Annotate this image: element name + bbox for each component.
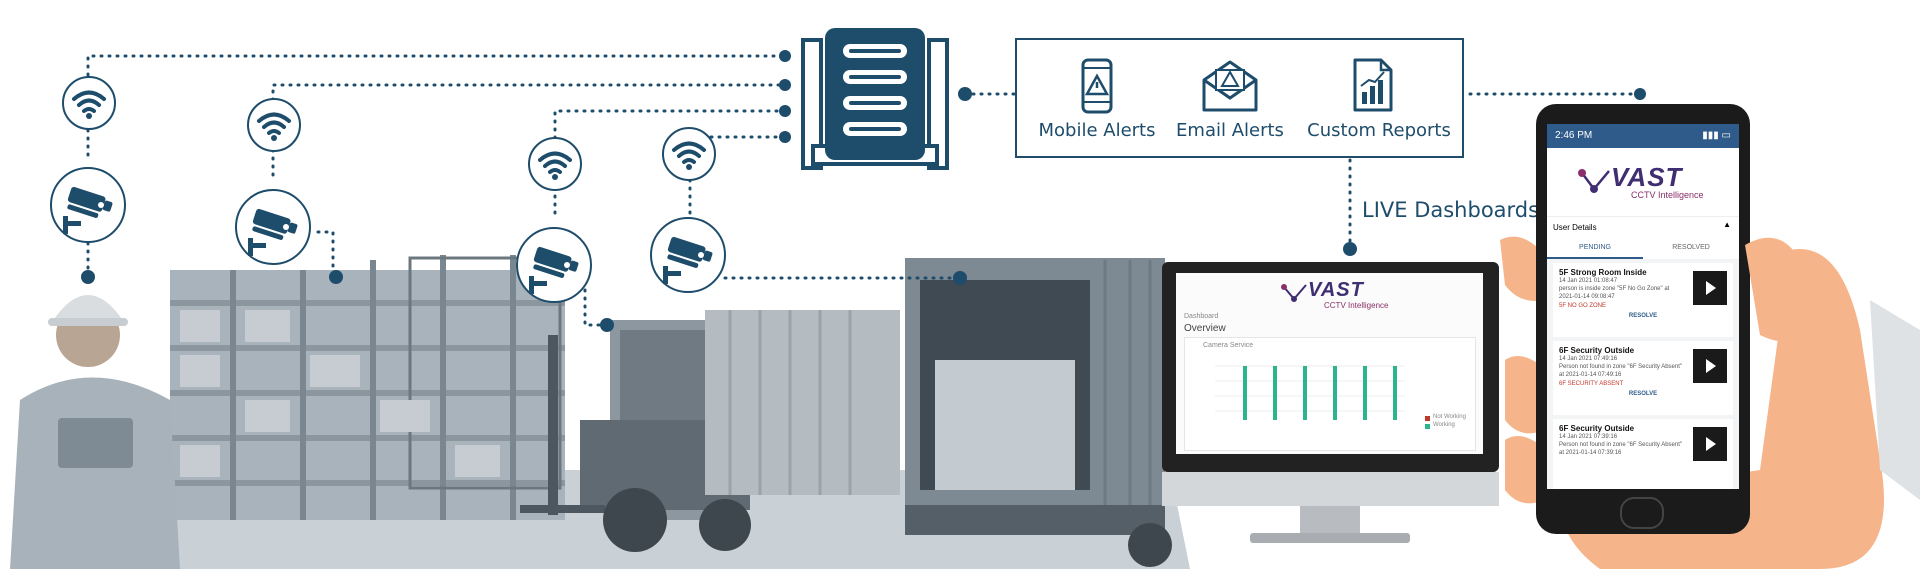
alert-description: Person not found in zone "6F Security Ab… [1559,442,1682,448]
cctv-camera-icon [650,217,726,293]
wifi-icon [247,98,301,152]
chevron-up-icon[interactable]: ▲ [1723,220,1731,229]
camera-service-panel: Camera Service Not Working Working [1184,337,1476,451]
dashboard-breadcrumb: Dashboard [1184,313,1219,320]
legend-working: Working [1433,422,1455,428]
camera-service-title: Camera Service [1203,342,1254,349]
status-bar: 2:46 PM ▮▮▮ ▭ [1547,124,1739,148]
live-dashboards-label: LIVE Dashboards [1362,198,1540,222]
dashboard-brand-sub: CCTV Intelligence [1324,301,1389,310]
email-alerts-label: Email Alerts [1176,120,1284,141]
monitor-base [1250,533,1410,543]
alert-card[interactable]: 5F Strong Room Inside 14 Jan 2021 01:08:… [1553,263,1733,337]
battery-icon: ▮▮▮ ▭ [1702,130,1731,141]
tab-resolved[interactable]: RESOLVED [1672,244,1710,251]
monitor-stand [1300,506,1360,536]
alert-date: 14 Jan 2021 01:08:47 [1559,278,1618,284]
worker [10,295,180,569]
legend-not-working: Not Working [1433,414,1466,420]
phone-brand-sub: CCTV Intelligence [1631,190,1704,200]
custom-reports-label: Custom Reports [1307,120,1451,141]
forklift [520,320,751,552]
vast-logo-icon [1578,169,1610,193]
tab-pending[interactable]: PENDING [1547,238,1643,259]
alert-tag: 5F NO GO ZONE [1559,303,1607,309]
alert-time: at 2021-01-14 07:49:16 [1559,372,1622,378]
alert-title: 6F Security Outside [1559,424,1635,433]
phone-screen: 2:46 PM ▮▮▮ ▭ VAST CCTV Intelligence Use… [1547,124,1739,489]
alert-title: 5F Strong Room Inside [1559,268,1647,277]
video-play-icon[interactable] [1693,427,1727,461]
video-play-icon[interactable] [1693,349,1727,383]
legend-swatch-not-working [1425,416,1430,421]
camera-service-chart [1215,365,1405,420]
alert-date: 14 Jan 2021 07:49:16 [1559,356,1618,362]
alert-title: 6F Security Outside [1559,346,1635,355]
report-icon [1353,58,1393,112]
vast-logo-icon [1281,284,1307,302]
cctv-camera-icon [516,227,592,303]
server-rack-icon [801,28,949,170]
app-header: VAST CCTV Intelligence [1547,148,1739,216]
alert-description: Person not found in zone "6F Security Ab… [1559,364,1682,370]
wifi-icon [528,137,582,191]
user-details-label: User Details [1553,223,1597,232]
cctv-camera-icon [235,189,311,265]
alert-tag: 6F SECURITY ABSENT [1559,381,1624,387]
alert-card[interactable]: 6F Security Outside 14 Jan 2021 07:39:16… [1553,419,1733,489]
status-time: 2:46 PM [1555,130,1593,141]
dashboard-brand: VAST [1308,279,1364,301]
alert-description: person is inside zone "5F No Go Zone" at [1559,286,1670,292]
alert-time: 2021-01-14 09:08:47 [1559,294,1615,300]
wifi-icon [662,127,716,181]
trailer-left [705,310,900,495]
alert-date: 14 Jan 2021 07:39:16 [1559,434,1618,440]
resolve-button[interactable]: RESOLVE [1628,391,1658,397]
phone-brand: VAST [1611,162,1683,192]
home-button[interactable] [1620,497,1664,529]
mobile-alerts-label: Mobile Alerts [1038,120,1156,141]
legend-swatch-working [1425,424,1430,429]
monitor-chin [1162,472,1499,506]
user-details-header[interactable]: User Details ▲ [1547,216,1739,238]
email-alert-icon [1202,60,1258,112]
wifi-icon [62,76,116,130]
alert-time: at 2021-01-14 07:39:16 [1559,450,1622,456]
mobile-alert-icon [1081,58,1113,114]
dashboard-heading: Overview [1184,323,1226,334]
alerts-panel: Mobile Alerts Email Alerts Custom Report… [1015,38,1464,158]
alert-card[interactable]: 6F Security Outside 14 Jan 2021 07:49:16… [1553,341,1733,415]
dashboard-screen: VAST CCTV Intelligence Dashboard Overvie… [1176,273,1483,454]
video-play-icon[interactable] [1693,271,1727,305]
resolve-button[interactable]: RESOLVE [1628,313,1658,319]
alert-tabs: PENDING RESOLVED [1547,238,1739,259]
cctv-camera-icon [50,167,126,243]
